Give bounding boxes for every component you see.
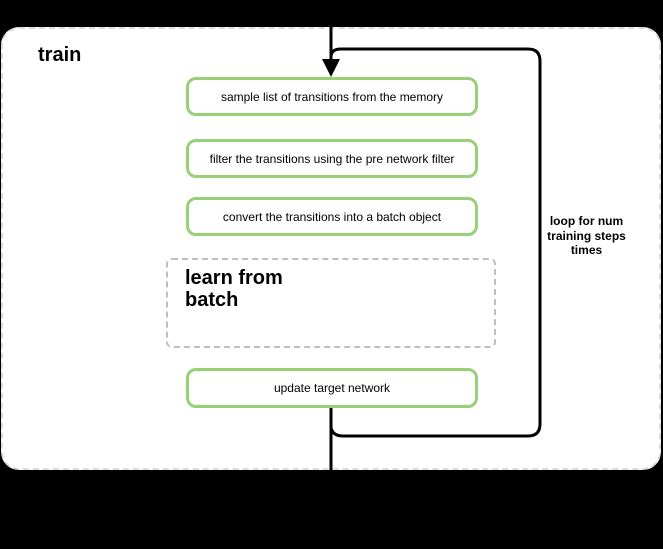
loop-annotation: loop for num training steps times [547, 214, 626, 257]
step-update-target-network: update target network [186, 368, 478, 408]
learn-from-batch-box: learn from batch [166, 258, 496, 348]
step-filter-transitions: filter the transitions using the pre net… [186, 139, 478, 178]
train-label: train [38, 44, 82, 66]
step-convert-to-batch: convert the transitions into a batch obj… [186, 197, 478, 236]
step-sample-transitions: sample list of transitions from the memo… [186, 77, 478, 116]
